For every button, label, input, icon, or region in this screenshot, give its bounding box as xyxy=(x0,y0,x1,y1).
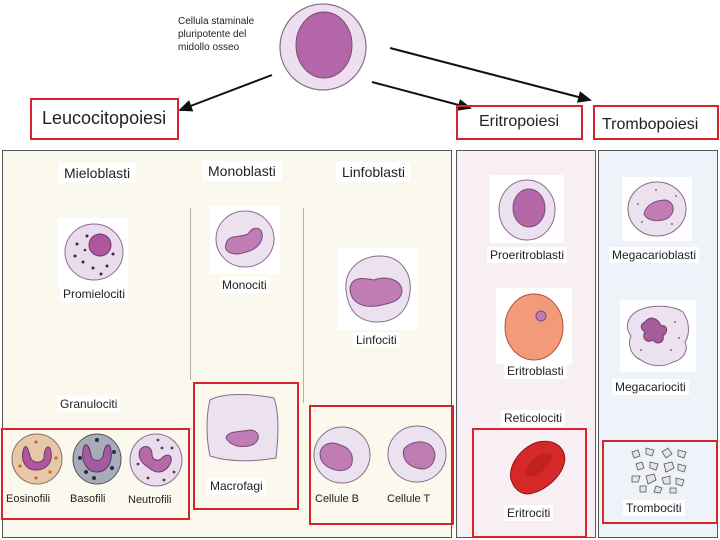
megacariocita-image xyxy=(626,305,689,367)
neutrofilo-image xyxy=(129,433,183,487)
cellule-t-label: Cellule T xyxy=(387,493,431,505)
linfociti-label: Linfociti xyxy=(353,332,400,348)
promielociti-label: Promielociti xyxy=(60,286,129,302)
granulociti-label: Granulociti xyxy=(57,396,121,412)
linfocita-image xyxy=(345,255,411,323)
arrow-to-trombopoiesi xyxy=(389,47,592,103)
trombociti-box xyxy=(602,440,718,524)
lineage-arrows xyxy=(178,47,592,112)
trombociti-image xyxy=(631,447,687,494)
divider-mono-linfo xyxy=(303,208,304,403)
stem-cell-label-line2: pluripotente del xyxy=(178,29,247,40)
eritrocita-image xyxy=(510,440,566,495)
mieloblasti-header: Mieloblasti xyxy=(58,163,137,183)
eritroblasto-image xyxy=(504,293,564,361)
eosinofilo-image xyxy=(11,433,63,485)
eritropoiesi-box xyxy=(456,105,583,140)
cellula-t-image xyxy=(387,425,447,483)
trombopoiesi-title: Trombopoiesi xyxy=(602,116,699,133)
leucocitopoiesi-title: Leucocitopoiesi xyxy=(42,108,167,128)
basofilo-image xyxy=(72,433,122,485)
macrofagi-box xyxy=(193,382,299,510)
megacariociti-label: Megacariociti xyxy=(612,379,689,395)
leucocitopoiesi-box xyxy=(30,98,179,140)
trombociti-label: Trombociti xyxy=(623,500,685,516)
reticolociti-label: Reticolociti xyxy=(501,410,566,426)
eritrociti-box xyxy=(472,428,587,538)
linfociti-bt-box xyxy=(309,405,454,525)
monoblasti-header: Monoblasti xyxy=(202,161,282,181)
proeritroblasti-label: Proeritroblasti xyxy=(487,247,568,263)
macrofagi-label: Macrofagi xyxy=(207,478,266,494)
stem-cell-label-line3: midollo osseo xyxy=(178,42,240,53)
eosinofili-label: Eosinofili xyxy=(6,493,51,505)
eritrociti-label: Eritrociti xyxy=(504,505,554,521)
proeritroblasto-image xyxy=(498,179,556,241)
cellule-b-label: Cellule B xyxy=(315,493,360,505)
megacarioblasti-label: Megacarioblasti xyxy=(609,247,700,263)
neutrofili-label: Neutrofili xyxy=(128,494,172,506)
stem-cell-label-line1: Cellula staminale xyxy=(178,16,255,27)
macrofago-image xyxy=(206,394,279,462)
granulociti-box xyxy=(1,428,190,520)
stem-cell-label: Cellula staminale pluripotente del midol… xyxy=(178,15,254,54)
eritroblasti-label: Eritroblasti xyxy=(504,363,567,379)
monocita-image xyxy=(215,210,275,268)
arrow-to-leucocitopoiesi xyxy=(178,74,273,112)
divider-mielo-mono xyxy=(190,208,191,380)
promielocita-image xyxy=(64,223,124,281)
arrow-to-eritropoiesi xyxy=(371,81,472,111)
megacarioblasto-image xyxy=(627,181,687,237)
eritropoiesi-title: Eritropoiesi xyxy=(479,113,560,130)
cellula-b-image xyxy=(313,426,371,484)
basofili-label: Basofili xyxy=(70,493,106,505)
trombopoiesi-box xyxy=(593,105,719,140)
stem-cell-image xyxy=(279,3,367,91)
monociti-label: Monociti xyxy=(219,277,270,293)
linfoblasti-header: Linfoblasti xyxy=(336,162,412,182)
